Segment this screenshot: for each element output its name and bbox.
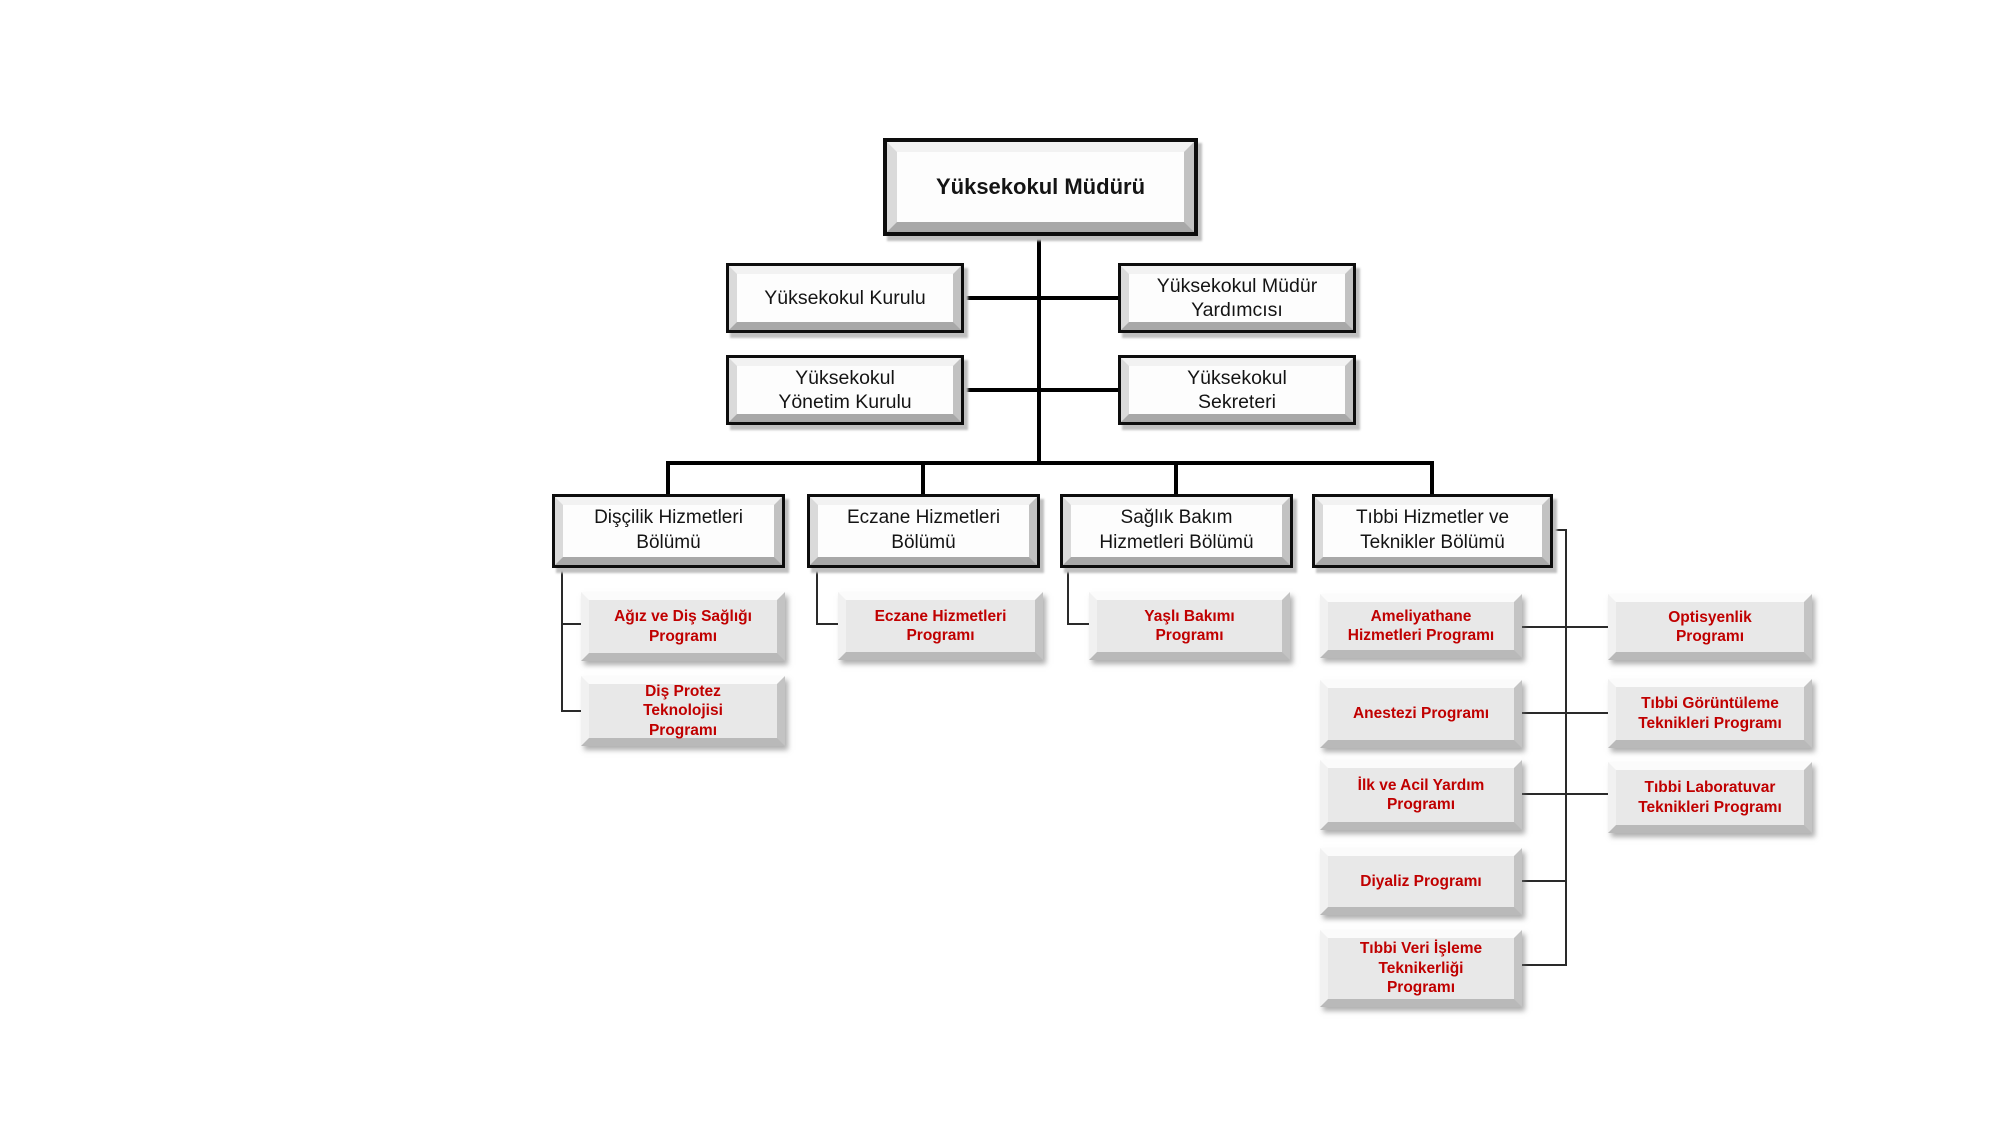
- org-node-tibbi-veri: Tıbbi Veri İşleme Teknikerliği Programı: [1320, 930, 1522, 1007]
- org-node-face-yonetim-kurulu: Yüksekokul Yönetim Kurulu: [729, 358, 961, 422]
- org-node-face-sekreter: Yüksekokul Sekreteri: [1121, 358, 1353, 422]
- connector-dept-bar: [666, 461, 1434, 465]
- org-node-label-ilk-acil: İlk ve Acil Yardım Programı: [1357, 776, 1485, 813]
- org-node-yasli-bakimi: Yaşlı Bakımı Programı: [1089, 592, 1290, 660]
- org-node-face-agiz-dis: Ağız ve Diş Sağlığı Programı: [589, 600, 777, 653]
- org-node-label-tibbi-veri: Tıbbi Veri İşleme Teknikerliği Programı: [1359, 940, 1483, 997]
- connector-elbow-agiz: [561, 623, 582, 625]
- org-node-label-diyaliz: Diyaliz Programı: [1360, 872, 1482, 890]
- org-node-label-mudur: Yüksekokul Müdürü: [935, 174, 1146, 199]
- org-node-face-saglik-bolumu: Sağlık Bakım Hizmetleri Bölümü: [1063, 497, 1290, 565]
- org-node-face-ameliyathane: Ameliyathane Hizmetleri Programı: [1328, 602, 1514, 650]
- org-node-ameliyathane: Ameliyathane Hizmetleri Programı: [1320, 594, 1522, 658]
- org-node-eczane-bolumu: Eczane Hizmetleri Bölümü: [807, 494, 1040, 568]
- org-node-tibbi-goruntuleme: Tıbbi Görüntüleme Teknikleri Programı: [1608, 679, 1812, 748]
- org-node-optisyenlik: Optisyenlik Programı: [1608, 594, 1812, 660]
- connector-level3-bar: [961, 388, 1121, 392]
- org-node-face-anestezi: Anestezi Programı: [1328, 688, 1514, 740]
- org-node-face-tibbi-goruntuleme: Tıbbi Görüntüleme Teknikleri Programı: [1616, 687, 1804, 740]
- org-node-label-agiz-dis: Ağız ve Diş Sağlığı Programı: [614, 608, 752, 645]
- org-node-face-yasli-bakimi: Yaşlı Bakımı Programı: [1097, 600, 1282, 652]
- org-node-label-mudur-yardimcisi: Yüksekokul Müdür Yardımcısı: [1156, 274, 1318, 321]
- org-node-mudur: Yüksekokul Müdürü: [883, 138, 1198, 236]
- org-node-label-tibbi-bolumu: Tıbbi Hizmetler ve Teknikler Bölümü: [1355, 507, 1510, 553]
- org-node-face-tibbi-veri: Tıbbi Veri İşleme Teknikerliği Programı: [1328, 938, 1514, 999]
- connector-hang-discilik: [561, 566, 563, 712]
- connector-row-ameliyathane: [1520, 626, 1608, 628]
- org-node-face-ilk-acil: İlk ve Acil Yardım Programı: [1328, 768, 1514, 822]
- org-node-label-anestezi: Anestezi Programı: [1352, 705, 1490, 723]
- org-node-agiz-dis: Ağız ve Diş Sağlığı Programı: [581, 592, 785, 661]
- connector-elbow-yasli: [1067, 623, 1090, 625]
- org-node-anestezi: Anestezi Programı: [1320, 680, 1522, 748]
- org-node-face-eczane-programi: Eczane Hizmetleri Programı: [846, 600, 1035, 652]
- org-node-face-discilik-bolumu: Dişçilik Hizmetleri Bölümü: [555, 497, 782, 565]
- org-node-yonetim-kurulu: Yüksekokul Yönetim Kurulu: [726, 355, 964, 425]
- org-node-face-optisyenlik: Optisyenlik Programı: [1616, 602, 1804, 652]
- org-node-face-tibbi-laboratuvar: Tıbbi Laboratuvar Teknikleri Programı: [1616, 770, 1804, 825]
- org-node-label-discilik-bolumu: Dişçilik Hizmetleri Bölümü: [594, 507, 743, 553]
- org-node-eczane-programi: Eczane Hizmetleri Programı: [838, 592, 1043, 660]
- org-node-dis-protez: Diş Protez Teknolojisi Programı: [581, 676, 785, 746]
- org-node-face-tibbi-bolumu: Tıbbi Hizmetler ve Teknikler Bölümü: [1315, 497, 1550, 565]
- connector-hang-saglik: [1067, 566, 1069, 625]
- connector-trunk: [1037, 234, 1041, 464]
- connector-hang-eczane: [816, 566, 818, 625]
- org-node-face-dis-protez: Diş Protez Teknolojisi Programı: [589, 682, 777, 739]
- org-node-label-saglik-bolumu: Sağlık Bakım Hizmetleri Bölümü: [1099, 507, 1254, 553]
- connector-stub-tibbi: [1430, 461, 1434, 496]
- org-node-kurul: Yüksekokul Kurulu: [726, 263, 964, 333]
- org-node-label-sekreter: Yüksekokul Sekreteri: [1187, 366, 1287, 413]
- org-node-discilik-bolumu: Dişçilik Hizmetleri Bölümü: [552, 494, 785, 568]
- org-node-face-diyaliz: Diyaliz Programı: [1328, 856, 1514, 907]
- connector-row-diyaliz: [1520, 880, 1567, 882]
- connector-elbow-dis-protez: [561, 710, 582, 712]
- org-node-label-yonetim-kurulu: Yüksekokul Yönetim Kurulu: [778, 366, 912, 413]
- org-node-label-kurul: Yüksekokul Kurulu: [764, 286, 926, 309]
- org-node-label-ameliyathane: Ameliyathane Hizmetleri Programı: [1347, 607, 1495, 644]
- org-node-face-eczane-bolumu: Eczane Hizmetleri Bölümü: [810, 497, 1037, 565]
- connector-tibbi-out: [1550, 529, 1567, 531]
- connector-row-anestezi: [1520, 712, 1608, 714]
- org-node-mudur-yardimcisi: Yüksekokul Müdür Yardımcısı: [1118, 263, 1356, 333]
- org-node-label-eczane-bolumu: Eczane Hizmetleri Bölümü: [846, 507, 1001, 553]
- connector-elbow-eczane-prog: [816, 623, 839, 625]
- connector-tibbi-spine: [1565, 529, 1567, 966]
- connector-row-tibbi-veri: [1520, 964, 1567, 966]
- org-node-face-kurul: Yüksekokul Kurulu: [729, 266, 961, 330]
- org-node-ilk-acil: İlk ve Acil Yardım Programı: [1320, 760, 1522, 830]
- connector-stub-saglik: [1174, 461, 1178, 496]
- org-node-label-eczane-programi: Eczane Hizmetleri Programı: [874, 607, 1007, 644]
- org-node-diyaliz: Diyaliz Programı: [1320, 848, 1522, 915]
- org-node-label-tibbi-goruntuleme: Tıbbi Görüntüleme Teknikleri Programı: [1638, 695, 1782, 732]
- org-node-tibbi-laboratuvar: Tıbbi Laboratuvar Teknikleri Programı: [1608, 762, 1812, 833]
- org-node-label-dis-protez: Diş Protez Teknolojisi Programı: [643, 682, 723, 739]
- org-node-sekreter: Yüksekokul Sekreteri: [1118, 355, 1356, 425]
- org-node-tibbi-bolumu: Tıbbi Hizmetler ve Teknikler Bölümü: [1312, 494, 1553, 568]
- org-node-label-tibbi-laboratuvar: Tıbbi Laboratuvar Teknikleri Programı: [1638, 779, 1782, 816]
- connector-level2-bar: [961, 296, 1121, 300]
- org-node-face-mudur-yardimcisi: Yüksekokul Müdür Yardımcısı: [1121, 266, 1353, 330]
- org-node-saglik-bolumu: Sağlık Bakım Hizmetleri Bölümü: [1060, 494, 1293, 568]
- connector-stub-discilik: [666, 461, 670, 496]
- org-node-label-yasli-bakimi: Yaşlı Bakımı Programı: [1144, 607, 1235, 644]
- connector-row-ilk-acil: [1520, 793, 1608, 795]
- connector-stub-eczane: [921, 461, 925, 496]
- org-node-face-mudur: Yüksekokul Müdürü: [887, 142, 1194, 232]
- org-node-label-optisyenlik: Optisyenlik Programı: [1668, 608, 1752, 645]
